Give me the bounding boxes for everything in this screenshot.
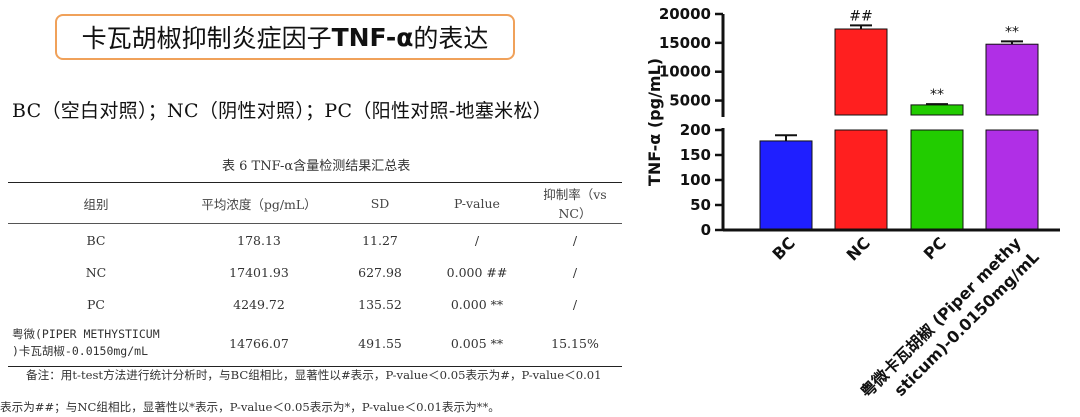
slide-title-part2: 的表达 xyxy=(413,24,489,53)
cell-group: NC xyxy=(85,264,107,280)
slide-title-part1: 卡瓦胡椒抑制炎症因子 xyxy=(81,24,332,53)
tnf-alpha-bar-chart: ## ** ** 0 50 100 150 200 5000 10000 15000 20000TNF… xyxy=(645,5,1060,402)
table-header-row: 组别 平均浓度（pg/mL） SD P-value 抑制率（vs NC） xyxy=(8,182,622,224)
cell-group: 粤微(PIPER METHYSTICUM )卡瓦胡椒-0.0150mg/mL xyxy=(8,320,184,367)
table-row: PC 4249.72 135.52 0.000 ** / xyxy=(8,288,622,320)
y-tick-label-upper-3: 20000 xyxy=(659,5,711,23)
cell-sd: 627.98 xyxy=(358,264,402,280)
cell-group-line2: )卡瓦胡椒-0.0150mg/mL xyxy=(12,344,149,358)
cell-inhibition: 15.15% xyxy=(551,335,599,351)
cell-inhibition: / xyxy=(572,232,578,248)
y-tick-label-upper-2: 15000 xyxy=(659,34,711,52)
footnote-line2: 表示为##；与NC组相比，显著性以*表示，P-value＜0.05表示为*，P-… xyxy=(0,400,500,414)
significance-label-3: ** xyxy=(1005,24,1019,40)
slide-title-bold: TNF-α xyxy=(331,22,414,52)
cell-mean: 178.13 xyxy=(237,232,281,248)
table-row: 粤微(PIPER METHYSTICUM )卡瓦胡椒-0.0150mg/mL 1… xyxy=(8,320,622,367)
cell-pvalue: / xyxy=(474,232,480,248)
cell-pvalue: 0.005 ** xyxy=(450,335,504,351)
y-axis-label: TNF-α (pg/mL) xyxy=(645,58,664,186)
cell-pvalue: 0.000 ## xyxy=(446,264,508,280)
cell-group: BC xyxy=(86,232,106,248)
y-tick-label-lower-4: 200 xyxy=(680,121,711,139)
header-group: 组别 xyxy=(83,196,109,212)
bar-2-lower xyxy=(910,129,964,231)
bar-3-lower xyxy=(985,129,1039,231)
x-tick-label-3-line0: 粤微卡瓦胡椒 (Piper methy xyxy=(857,233,1026,402)
x-tick-label-2: PC xyxy=(920,233,950,263)
significance-label-2: ** xyxy=(930,87,944,103)
table-row: BC 178.13 11.27 / / xyxy=(8,224,622,257)
y-tick-label-upper-0: 5000 xyxy=(669,92,711,110)
x-tick-label-1: NC xyxy=(843,233,874,264)
header-inhibition: 抑制率（vs NC） xyxy=(543,187,607,221)
y-tick-label-lower-3: 150 xyxy=(680,146,711,164)
cell-sd: 11.27 xyxy=(362,232,398,248)
x-tick-label-0: BC xyxy=(768,233,798,263)
y-tick-label-lower-2: 100 xyxy=(680,171,711,189)
header-mean: 平均浓度（pg/mL） xyxy=(201,196,317,212)
cell-mean: 14766.07 xyxy=(229,335,289,351)
footnote-line1: 备注：用t-test方法进行统计分析时，与BC组相比，显著性以#表示，P-val… xyxy=(26,368,602,382)
x-tick-label-3-line1: sticum)-0.0150mg/mL xyxy=(890,247,1043,400)
cell-pvalue: 0.000 ** xyxy=(450,296,504,312)
cell-sd: 135.52 xyxy=(358,296,402,312)
results-table: 组别 平均浓度（pg/mL） SD P-value 抑制率（vs NC） BC … xyxy=(8,182,622,367)
group-legend: BC（空白对照）；NC（阴性对照）；PC（阳性对照-地塞米松） xyxy=(12,100,553,122)
cell-mean: 17401.93 xyxy=(229,264,289,280)
table-row: NC 17401.93 627.98 0.000 ## / xyxy=(8,256,622,288)
header-pvalue: P-value xyxy=(454,195,500,211)
cell-group: PC xyxy=(87,296,105,312)
y-tick-label-lower-1: 50 xyxy=(690,196,711,214)
cell-sd: 491.55 xyxy=(358,335,402,351)
cell-inhibition: / xyxy=(572,264,578,280)
cell-group-line1: 粤微(PIPER METHYSTICUM xyxy=(12,327,160,341)
y-tick-label-lower-0: 0 xyxy=(701,221,711,239)
bar-1-upper xyxy=(834,28,888,116)
bar-0 xyxy=(759,140,813,231)
significance-label-1: ## xyxy=(849,8,872,24)
header-sd: SD xyxy=(370,195,390,211)
bar-2-upper xyxy=(910,104,964,116)
cell-mean: 4249.72 xyxy=(233,296,285,312)
bar-3-upper xyxy=(985,43,1039,116)
table-caption: 表 6 TNF-α含量检测结果汇总表 xyxy=(222,159,411,174)
y-tick-label-upper-1: 10000 xyxy=(659,63,711,81)
cell-inhibition: / xyxy=(572,296,578,312)
bar-1-lower xyxy=(834,129,888,231)
